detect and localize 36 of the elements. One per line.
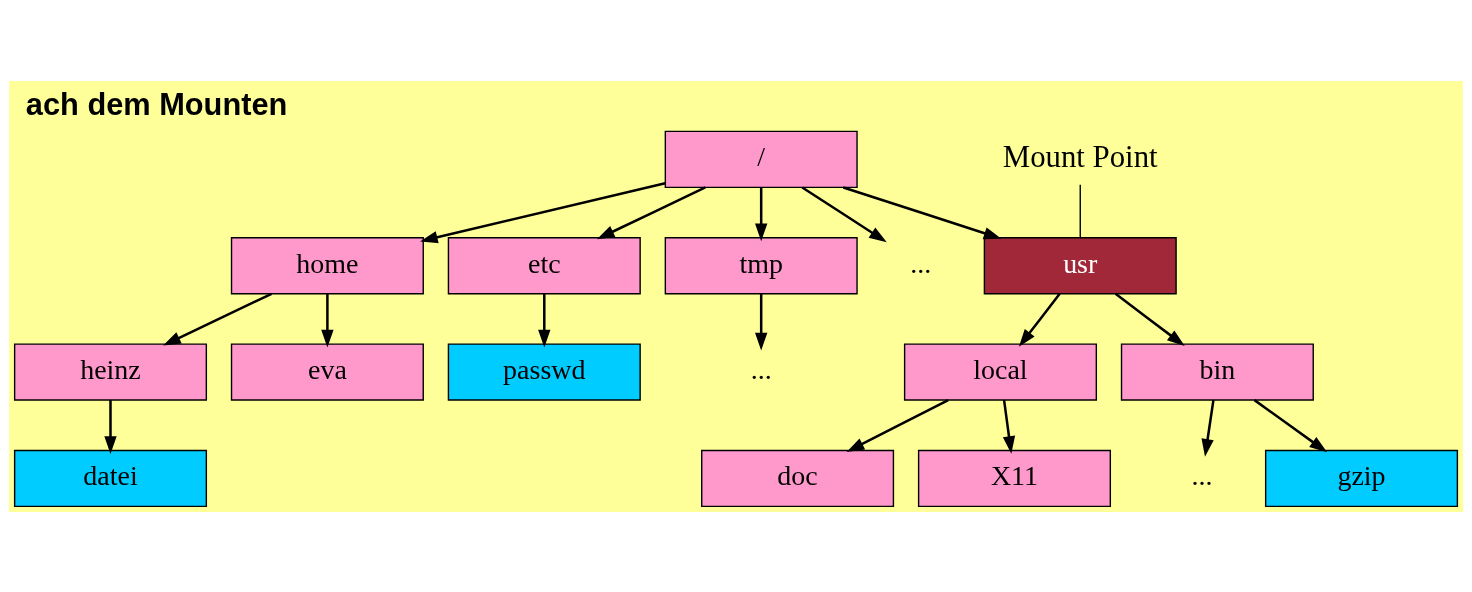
diagram-title: ach dem Mounten bbox=[25, 86, 288, 122]
arrow bbox=[755, 186, 768, 241]
node-box: bin bbox=[1120, 342, 1314, 401]
node-text: Mount Point bbox=[1002, 139, 1158, 174]
node-box: usr bbox=[983, 236, 1177, 294]
node-box: X11 bbox=[917, 449, 1112, 507]
node-box: / bbox=[664, 130, 858, 188]
arrow bbox=[755, 293, 768, 350]
node-box: eva bbox=[230, 342, 424, 401]
arrow bbox=[801, 185, 887, 242]
arrow bbox=[1002, 399, 1016, 454]
node-text: ... bbox=[1191, 459, 1213, 491]
node-box: datei bbox=[13, 449, 208, 507]
arrow bbox=[420, 181, 666, 243]
arrow bbox=[538, 293, 551, 348]
arrow bbox=[596, 185, 706, 239]
arrow bbox=[846, 398, 949, 452]
arrow bbox=[163, 292, 273, 346]
connector bbox=[1079, 183, 1081, 238]
node-box: doc bbox=[701, 449, 895, 507]
arrow bbox=[1253, 398, 1328, 452]
arrow bbox=[1018, 292, 1061, 347]
node-box: gzip bbox=[1264, 449, 1459, 507]
node-box: passwd bbox=[447, 342, 641, 401]
node-box: heinz bbox=[13, 342, 208, 401]
arrow bbox=[104, 399, 117, 454]
node-box: tmp bbox=[664, 236, 858, 294]
node-box: local bbox=[903, 342, 1098, 401]
arrow bbox=[1201, 399, 1215, 457]
node-box: etc bbox=[447, 236, 641, 294]
arrow bbox=[321, 293, 334, 348]
node-text: ... bbox=[750, 353, 772, 385]
arrow bbox=[842, 185, 1002, 239]
node-text: ... bbox=[910, 247, 932, 279]
arrow bbox=[1114, 292, 1185, 346]
node-box: home bbox=[230, 236, 424, 294]
